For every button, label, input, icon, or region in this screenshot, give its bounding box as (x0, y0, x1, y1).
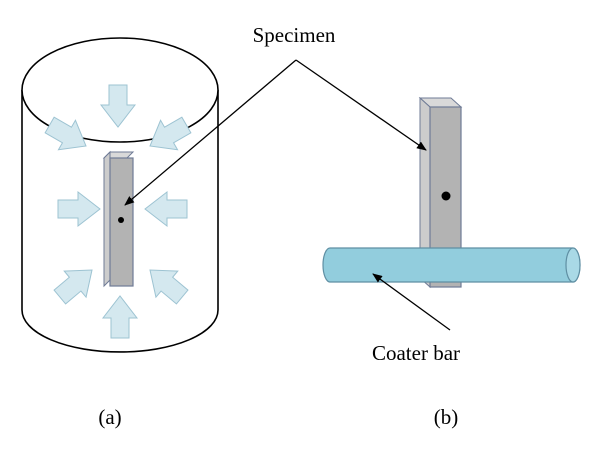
specimen-a (102, 150, 135, 288)
arrow-right-icon (144, 190, 188, 228)
coater-bar (322, 247, 581, 283)
arrow-bottom-icon (101, 295, 139, 339)
specimen-b (418, 96, 463, 289)
arrow-top-icon (99, 84, 137, 128)
coater-bar-end (565, 247, 581, 283)
panel-a-label: (a) (98, 405, 121, 429)
specimen-b-dot (441, 191, 451, 201)
arrow-bottom-right-icon (149, 269, 189, 305)
panel-b (322, 96, 581, 289)
arrow-top-right-icon (149, 116, 192, 151)
coater-bar-label: Coater bar (372, 341, 460, 365)
specimen-a-side (103, 150, 111, 288)
specimen-a-dot (118, 217, 124, 223)
leader-lines (124, 59, 451, 331)
coater-bar-leader (372, 273, 451, 331)
arrow-left-icon (57, 190, 101, 228)
arrow-top-left-icon (44, 116, 87, 151)
pressure-arrows (44, 84, 192, 339)
coater-bar-body (322, 247, 581, 283)
arrow-bottom-left-icon (53, 269, 93, 305)
specimen-leader-a (124, 59, 297, 206)
panel-a (21, 37, 219, 353)
panel-b-label: (b) (434, 405, 459, 429)
specimen-label: Specimen (253, 23, 336, 47)
specimen-leader-b (295, 59, 427, 151)
